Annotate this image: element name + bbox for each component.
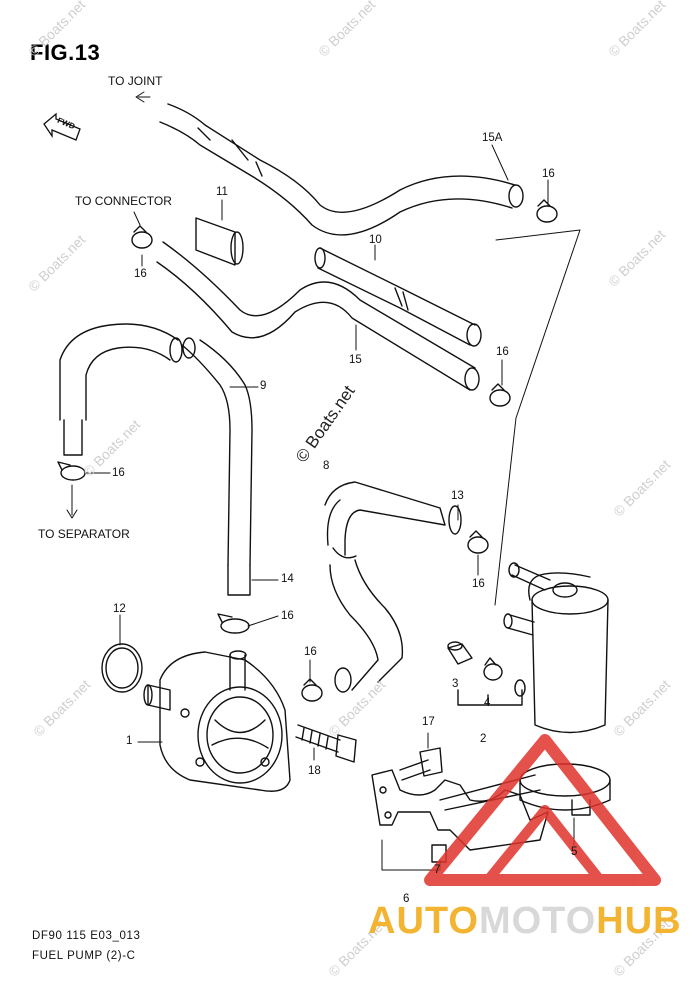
part-number-7: 7: [434, 864, 441, 876]
part-number-16-top: 16: [542, 168, 555, 180]
part-number-14: 14: [281, 573, 294, 585]
part-number-18: 18: [308, 765, 321, 777]
part-number-15a: 15A: [482, 132, 503, 144]
part-number-6: 6: [403, 893, 410, 905]
part-number-16-mid: 16: [496, 346, 509, 358]
part-number-10: 10: [369, 234, 382, 246]
hose-13: [329, 559, 404, 691]
part-number-4: 4: [484, 697, 491, 709]
clamp-16-lower: [217, 613, 250, 634]
fuel-filter: [503, 562, 609, 734]
part-number-16-sep: 16: [112, 467, 125, 479]
part-number-16-pump: 16: [304, 646, 317, 658]
hose-8: [324, 481, 446, 556]
clamp-16-mid: [489, 383, 511, 407]
clamp-16-filter: [467, 530, 489, 554]
hose-15: [162, 241, 476, 369]
brand-part-3: HUB: [596, 900, 682, 942]
o-ring-12: [101, 643, 143, 693]
nipple-3: [447, 641, 473, 665]
diagram-caption: FUEL PUMP (2)-C: [32, 950, 136, 962]
clamp-16-sep: [57, 461, 86, 481]
part-number-2: 2: [480, 733, 487, 745]
part-number-16-conn: 16: [134, 268, 147, 280]
part-number-16-filter: 16: [472, 578, 485, 590]
diagram-code: DF90 115 E03_013: [32, 930, 141, 942]
part-number-13: 13: [451, 490, 464, 502]
fwd-arrow: [43, 112, 81, 141]
hose-14: [181, 339, 253, 566]
part-number-5: 5: [571, 846, 578, 858]
part-number-17: 17: [422, 716, 435, 728]
hose-15a: [167, 103, 516, 213]
bolt-17: [399, 747, 443, 781]
figure-title: FIG.13: [30, 40, 101, 65]
part-number-8: 8: [323, 460, 330, 472]
hose-9: [59, 323, 179, 421]
brand-triangle-logo: [424, 734, 661, 886]
hose-10: [317, 247, 476, 346]
clamp-16-top: [536, 199, 558, 223]
part-number-9: 9: [260, 380, 267, 392]
part-number-3: 3: [452, 678, 459, 690]
note-to-separator: TO SEPARATOR: [38, 527, 130, 541]
part-number-1: 1: [126, 735, 133, 747]
part-number-15: 15: [349, 354, 362, 366]
bolt-18: [295, 724, 357, 763]
note-to-joint: TO JOINT: [108, 74, 163, 88]
note-to-connector: TO CONNECTOR: [75, 194, 172, 208]
brand-wordmark: AUTOMOTOHUB: [368, 900, 682, 943]
clamp-16-4: [483, 657, 503, 681]
part-number-16-lower: 16: [281, 610, 294, 622]
hose-11: [195, 217, 236, 266]
fuel-pump: [143, 650, 291, 792]
brand-part-1: AUTO: [368, 900, 479, 942]
clamp-16-conn: [131, 225, 153, 249]
part-number-11: 11: [216, 186, 228, 198]
part-number-12: 12: [113, 603, 126, 615]
brand-part-2: MOTO: [478, 900, 597, 942]
clamp-16-pump: [301, 678, 323, 702]
